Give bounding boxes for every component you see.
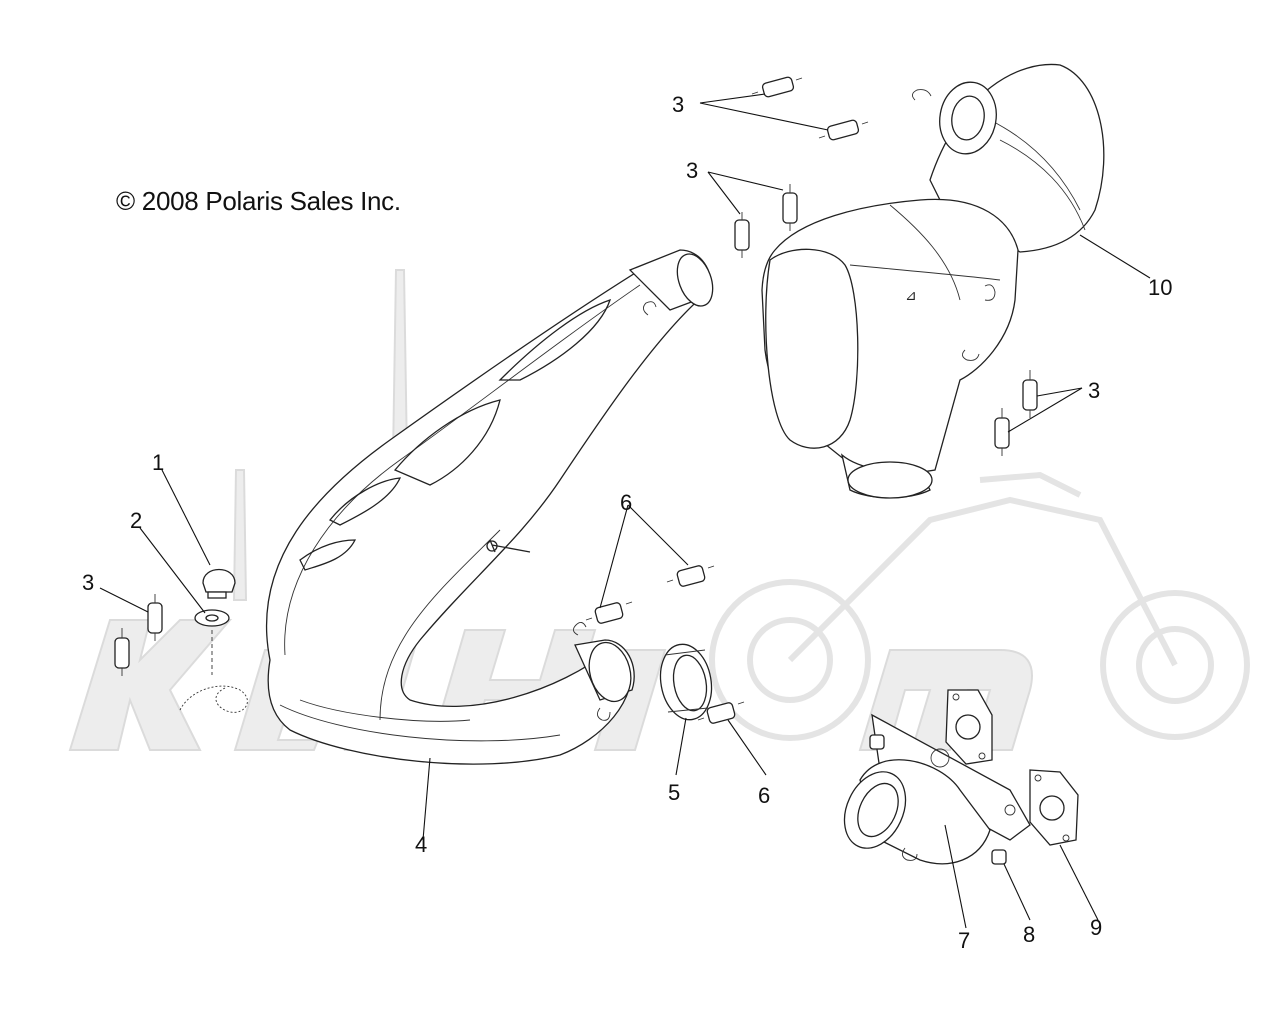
exhaust-manifold bbox=[843, 713, 1031, 865]
spring-mounts bbox=[114, 76, 1038, 724]
callout-6-top: 6 bbox=[620, 490, 632, 515]
silencer-muffler: ⊿ bbox=[761, 63, 1105, 499]
callout-8: 8 bbox=[1023, 922, 1035, 947]
callout-3-left: 3 bbox=[82, 570, 94, 595]
callout-10: 10 bbox=[1148, 275, 1172, 300]
callout-1: 1 bbox=[152, 450, 164, 475]
copyright-notice: © 2008 Polaris Sales Inc. bbox=[116, 186, 401, 216]
callout-5: 5 bbox=[668, 780, 680, 805]
gasket-pair bbox=[945, 689, 1079, 846]
leader-lines bbox=[99, 93, 1151, 929]
callout-6-bottom: 6 bbox=[758, 783, 770, 808]
callout-3-right: 3 bbox=[1088, 378, 1100, 403]
callout-2: 2 bbox=[130, 508, 142, 533]
callout-labels: 1 2 3 3 3 3 4 5 6 6 7 8 9 10 bbox=[82, 92, 1172, 953]
expansion-chamber-pipe bbox=[265, 249, 714, 765]
svg-text:⊿: ⊿ bbox=[905, 287, 917, 303]
callout-7: 7 bbox=[958, 928, 970, 953]
callout-3-middle: 3 bbox=[686, 158, 698, 183]
callout-4: 4 bbox=[415, 832, 427, 857]
callout-9: 9 bbox=[1090, 915, 1102, 940]
cap-and-washer bbox=[179, 569, 248, 713]
callout-3-top: 3 bbox=[672, 92, 684, 117]
seal-ring bbox=[659, 643, 713, 721]
